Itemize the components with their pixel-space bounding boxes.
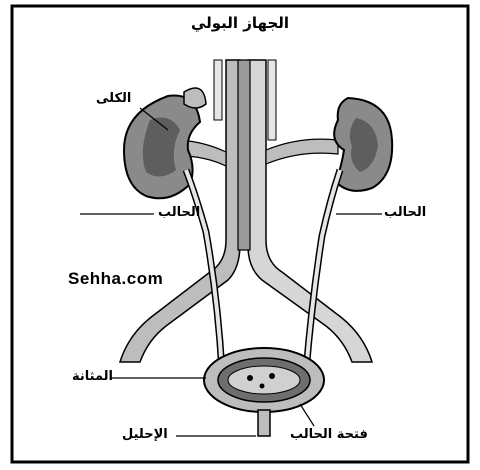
diagram-title: الجهاز البولي (0, 16, 480, 31)
left-adrenal-gland (184, 88, 206, 108)
label-urethra: الإحليل (122, 428, 168, 441)
label-ureter-left: الحالب (158, 206, 200, 219)
label-ureter-right: الحالب (384, 206, 426, 219)
label-ureter-opening: فتحة الحالب (290, 428, 368, 441)
right-kidney (334, 98, 392, 191)
watermark-text: Sehha.com (68, 270, 163, 287)
label-bladder: المثانة (72, 370, 113, 383)
bladder (204, 348, 324, 412)
urethra (258, 410, 270, 436)
label-kidney: الكلى (96, 92, 131, 105)
